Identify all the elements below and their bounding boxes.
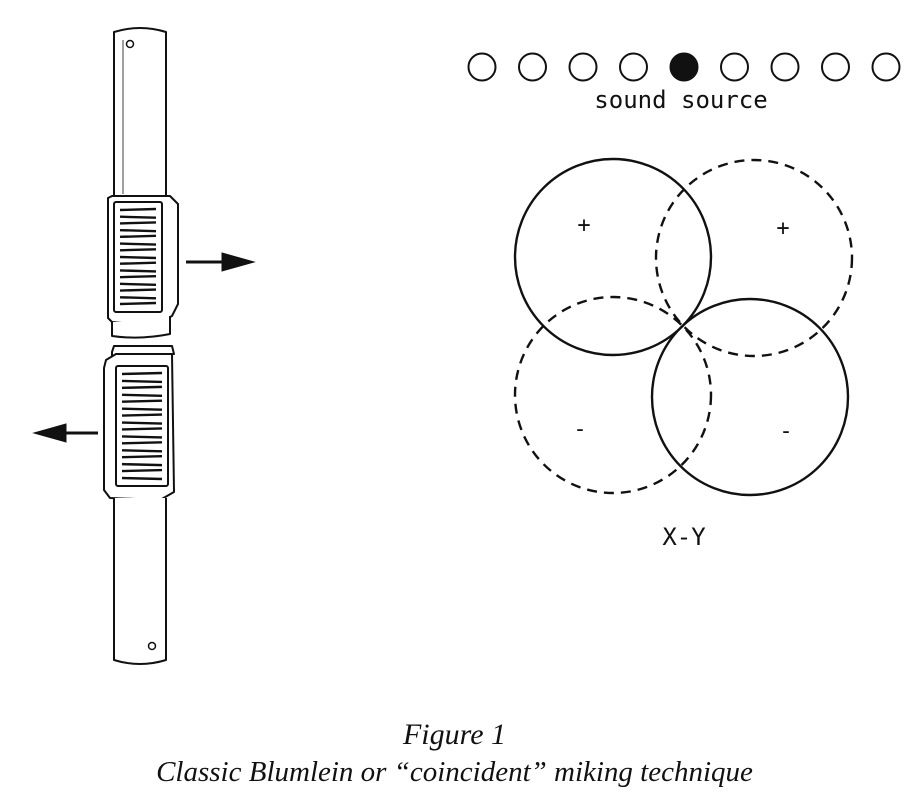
lower-mic-grille-slots [121,371,163,481]
upper-microphone [107,27,179,339]
grille-slot [121,449,163,453]
grille-slot [121,427,163,431]
active-sound-source [669,52,699,82]
sound-source-position [518,52,547,82]
grille-slot [121,468,163,473]
front-left-lobe [513,157,713,357]
front-left-sign: + [577,213,590,238]
grille-slot [119,269,157,273]
polarity-signs: + + - - [573,213,792,444]
front-right-lobe [654,158,854,358]
grille-slot [121,462,163,467]
grille-slot [119,282,157,287]
grille-slot [119,296,157,300]
grille-slot [119,215,157,219]
upper-mic-screw [125,39,135,49]
upper-mic-grille-slots [119,207,157,306]
rear-left-sign: - [573,417,586,442]
sound-source-position [770,52,800,82]
rear-left-lobe [513,295,713,495]
sound-source-position [467,52,497,82]
sound-source-position [720,52,749,82]
lower-mic-screw [147,641,157,651]
grille-slot [119,221,157,225]
grille-slot [119,261,157,265]
figure-eight-patterns [513,157,854,497]
grille-slot [121,407,163,411]
grille-slot [121,371,163,376]
right-arrow [186,252,256,272]
grille-slot [121,421,163,425]
grille-slot [121,393,163,397]
sound-source-position [619,52,648,82]
sound-source-position [871,52,901,82]
pattern-label: X-Y [662,523,706,551]
grille-slot [121,399,163,403]
grille-slot [119,248,157,252]
grille-slot [119,228,157,233]
upper-mic-bottom-cap [111,316,171,339]
grille-slot [119,288,157,292]
grille-slot [119,301,157,306]
sound-source-position [821,52,850,82]
grille-slot [119,242,157,246]
grille-slot [121,476,163,481]
upper-mic-body [113,27,167,197]
rear-right-sign: - [779,419,792,444]
grille-slot [121,435,163,439]
grille-slot [121,385,163,390]
grille-slot [121,441,163,445]
grille-slot [119,255,157,260]
left-arrow [32,423,98,443]
lower-mic-grille [115,365,169,487]
grille-slot [119,274,157,279]
lower-mic-body [113,498,167,665]
blumlein-diagram: sound source + + - - X-Y [32,27,901,665]
microphone-pair [103,27,179,665]
grille-slot [119,234,157,239]
figure-title: Figure 1 [402,718,507,751]
sound-source-label: sound source [594,86,767,114]
figure-caption: Classic Blumlein or “coincident” miking … [156,756,753,788]
grille-slot [121,455,163,459]
sound-source-position [568,52,598,82]
grille-slot [121,413,163,417]
front-right-sign: + [776,216,789,241]
rear-right-lobe [650,297,850,497]
lower-microphone [103,345,175,665]
grille-slot [121,379,163,384]
grille-slot [119,207,157,212]
sound-sources [467,52,901,82]
